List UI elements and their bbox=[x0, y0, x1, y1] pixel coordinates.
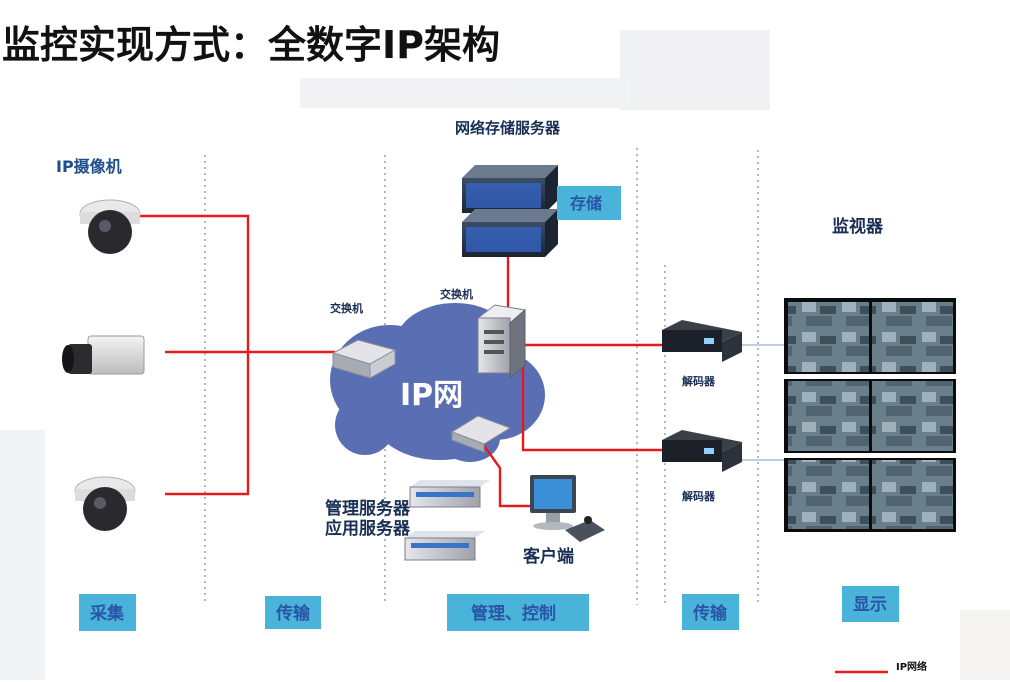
stage-separators bbox=[204, 148, 759, 605]
dome-camera-icon bbox=[79, 199, 141, 254]
legend: IP网络 bbox=[835, 660, 927, 674]
storage-tag-label: 存储 bbox=[570, 194, 602, 213]
decoder-top-label: 解码器 bbox=[682, 374, 716, 388]
client-label: 客户端 bbox=[522, 546, 574, 567]
dome-camera-icon bbox=[74, 476, 136, 531]
ip-camera-label: IP摄像机 bbox=[56, 157, 122, 176]
decoder-icon bbox=[662, 430, 742, 472]
stage-label-transmission: 传输 bbox=[275, 603, 311, 624]
switch-icon bbox=[331, 339, 397, 379]
stage-box-capture bbox=[79, 594, 136, 631]
box-camera-icon bbox=[62, 335, 145, 375]
management-server-icon bbox=[409, 480, 490, 508]
stage-box-transmission bbox=[265, 596, 321, 629]
storage-server-label: 网络存储服务器 bbox=[455, 119, 561, 137]
stage-label-management: 管理、控制 bbox=[471, 603, 556, 624]
stage-label-display: 显示 bbox=[853, 595, 887, 615]
application-server-icon bbox=[404, 531, 485, 561]
decoder-bottom-label: 解码器 bbox=[682, 489, 716, 503]
stage-label-capture: 采集 bbox=[89, 603, 125, 624]
decoder-monitor-links bbox=[742, 344, 786, 461]
rack-switch-icon bbox=[476, 304, 527, 380]
stage-bar: 采集 传输 管理、控制 传输 显示 bbox=[79, 586, 899, 631]
stage-box-display bbox=[842, 586, 899, 622]
background-buildings bbox=[0, 30, 1010, 680]
switch-right-label: 交换机 bbox=[440, 287, 473, 301]
network-links bbox=[140, 214, 662, 508]
page-title: 监控实现方式：全数字IP架构 bbox=[2, 23, 500, 67]
ip-network-label: IP网 bbox=[400, 378, 463, 413]
stage-label-transmission-2: 传输 bbox=[692, 603, 728, 624]
application-server-label: 应用服务器 bbox=[325, 518, 411, 539]
switch-left-label: 交换机 bbox=[330, 301, 363, 315]
switch-icon bbox=[450, 415, 512, 453]
stage-box-management bbox=[447, 594, 589, 631]
decoder-icon bbox=[662, 320, 742, 362]
legend-label: IP网络 bbox=[896, 660, 927, 673]
storage-tag bbox=[557, 186, 621, 220]
stage-box-transmission-2 bbox=[682, 594, 739, 630]
monitor-wall bbox=[784, 298, 956, 532]
management-server-label: 管理服务器 bbox=[325, 498, 411, 519]
storage-server-icon bbox=[462, 165, 558, 257]
monitor-label: 监视器 bbox=[832, 216, 884, 237]
client-workstation-icon bbox=[530, 475, 605, 542]
